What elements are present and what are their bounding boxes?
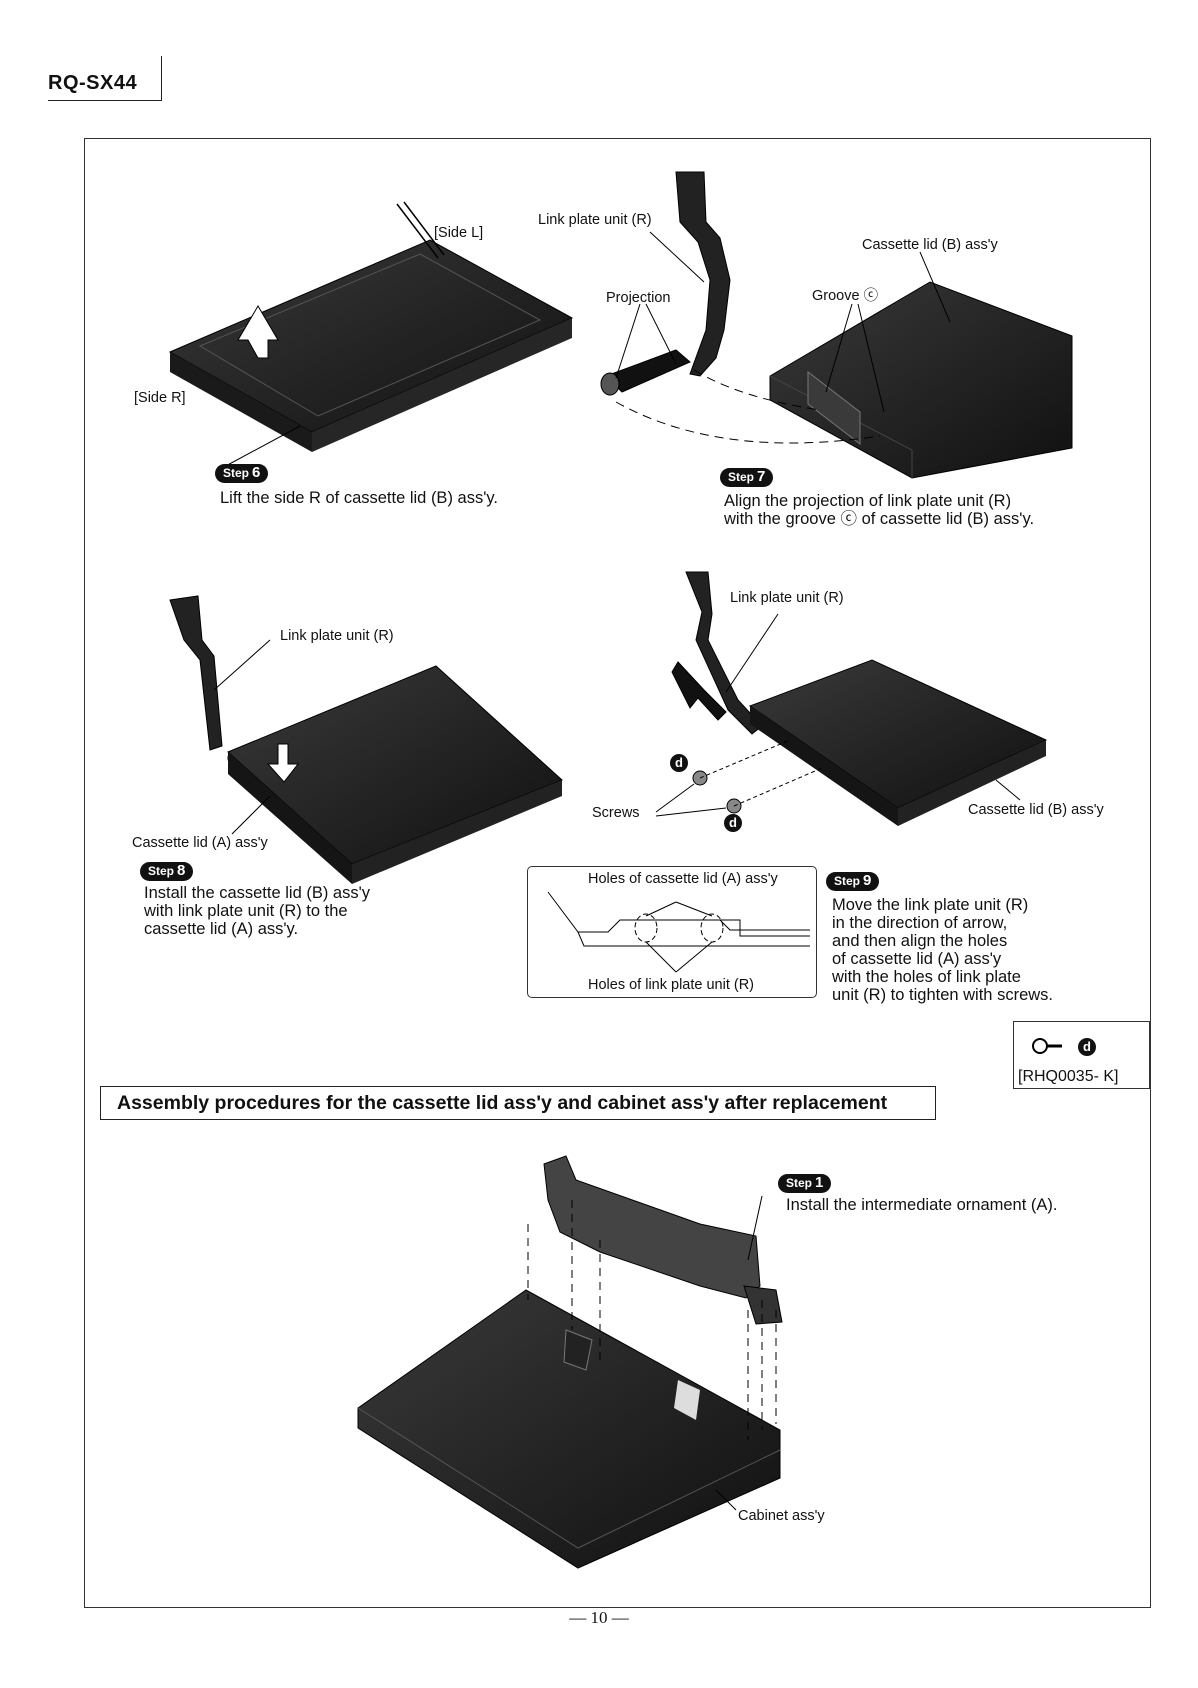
header-rule-vertical bbox=[161, 56, 162, 101]
step7-link-plate-label: Link plate unit (R) bbox=[538, 212, 652, 228]
step9-lid-b-label: Cassette lid (B) ass'y bbox=[968, 802, 1104, 818]
badge-number: 9 bbox=[863, 872, 872, 889]
instruction-line: with link plate unit (R) to the bbox=[144, 902, 348, 920]
screws-label: Screws bbox=[592, 805, 640, 821]
side-l-label: [Side L] bbox=[434, 225, 484, 241]
inset-bottom-label: Holes of link plate unit (R) bbox=[588, 977, 755, 993]
step8-instruction: Install the cassette lid (B) ass'y with … bbox=[144, 884, 370, 938]
model-number: RQ-SX44 bbox=[48, 72, 138, 94]
instruction-line: in the direction of arrow, bbox=[832, 914, 1008, 932]
part-number-box: d [RHQ0035- K] bbox=[1013, 1021, 1150, 1089]
header-rule bbox=[48, 100, 162, 101]
instruction-line: Install the cassette lid (B) ass'y bbox=[144, 884, 370, 902]
cabinet-label: Cabinet ass'y bbox=[738, 1508, 825, 1524]
badge-word: Step bbox=[834, 874, 861, 888]
holes-detail bbox=[547, 891, 810, 973]
badge-number: 7 bbox=[757, 468, 766, 485]
badge-number: 8 bbox=[177, 862, 186, 879]
step9-instruction: Move the link plate unit (R) in the dire… bbox=[832, 896, 1053, 1004]
instruction-line: with the groove ⓒ of cassette lid (B) as… bbox=[724, 510, 1035, 528]
step7-illustration bbox=[600, 171, 1073, 479]
side-r-label: [Side R] bbox=[134, 390, 186, 406]
step1-instruction: Install the intermediate ornament (A). bbox=[786, 1196, 1058, 1214]
screw-icon bbox=[1032, 1038, 1062, 1054]
badge-word: Step bbox=[148, 864, 175, 878]
groove-label: Groove ⓒ bbox=[812, 288, 879, 304]
badge-number: 1 bbox=[815, 1174, 824, 1191]
screw-mark-d: d bbox=[724, 814, 742, 832]
part-mark-d: d bbox=[1078, 1038, 1096, 1056]
step9-illustration bbox=[655, 571, 1048, 826]
move-arrow-icon bbox=[671, 661, 727, 721]
instruction-line: and then align the holes bbox=[832, 932, 1008, 950]
instruction-line: with the holes of link plate bbox=[832, 968, 1021, 986]
install-arrow-icon bbox=[266, 743, 300, 783]
screw-mark-d: d bbox=[670, 754, 688, 772]
holes-inset-box: Holes of cassette lid (A) ass'y Holes of… bbox=[527, 866, 817, 998]
badge-word: Step bbox=[786, 1176, 813, 1190]
content-frame bbox=[84, 138, 1151, 1608]
instruction-line: unit (R) to tighten with screws. bbox=[832, 986, 1053, 1004]
step6-instruction: Lift the side R of cassette lid (B) ass'… bbox=[220, 489, 498, 507]
step7-instruction: Align the projection of link plate unit … bbox=[724, 492, 1034, 528]
step6-illustration bbox=[168, 201, 574, 469]
assembly-illustration bbox=[357, 1155, 783, 1569]
part-code: [RHQ0035- K] bbox=[1018, 1068, 1119, 1085]
page-number: — 10 — bbox=[569, 1608, 629, 1627]
badge-number: 6 bbox=[252, 464, 261, 481]
instruction-line: Move the link plate unit (R) bbox=[832, 896, 1029, 914]
instruction-line: of cassette lid (A) ass'y bbox=[832, 950, 1002, 968]
step9-link-plate-label: Link plate unit (R) bbox=[730, 590, 844, 606]
badge-word: Step bbox=[728, 470, 755, 484]
lift-arrow-icon bbox=[237, 305, 279, 359]
projection-label: Projection bbox=[606, 290, 671, 306]
instruction-line: cassette lid (A) ass'y. bbox=[144, 920, 299, 938]
inset-top-label: Holes of cassette lid (A) ass'y bbox=[588, 871, 778, 887]
badge-word: Step bbox=[223, 466, 250, 480]
assembly-heading: Assembly procedures for the cassette lid… bbox=[100, 1086, 936, 1120]
cassette-lid-a-label: Cassette lid (A) ass'y bbox=[132, 835, 268, 851]
step8-link-plate-label: Link plate unit (R) bbox=[280, 628, 394, 644]
step7-lid-b-label: Cassette lid (B) ass'y bbox=[862, 237, 998, 253]
instruction-line: Align the projection of link plate unit … bbox=[724, 492, 1012, 510]
step8-illustration bbox=[169, 595, 563, 884]
